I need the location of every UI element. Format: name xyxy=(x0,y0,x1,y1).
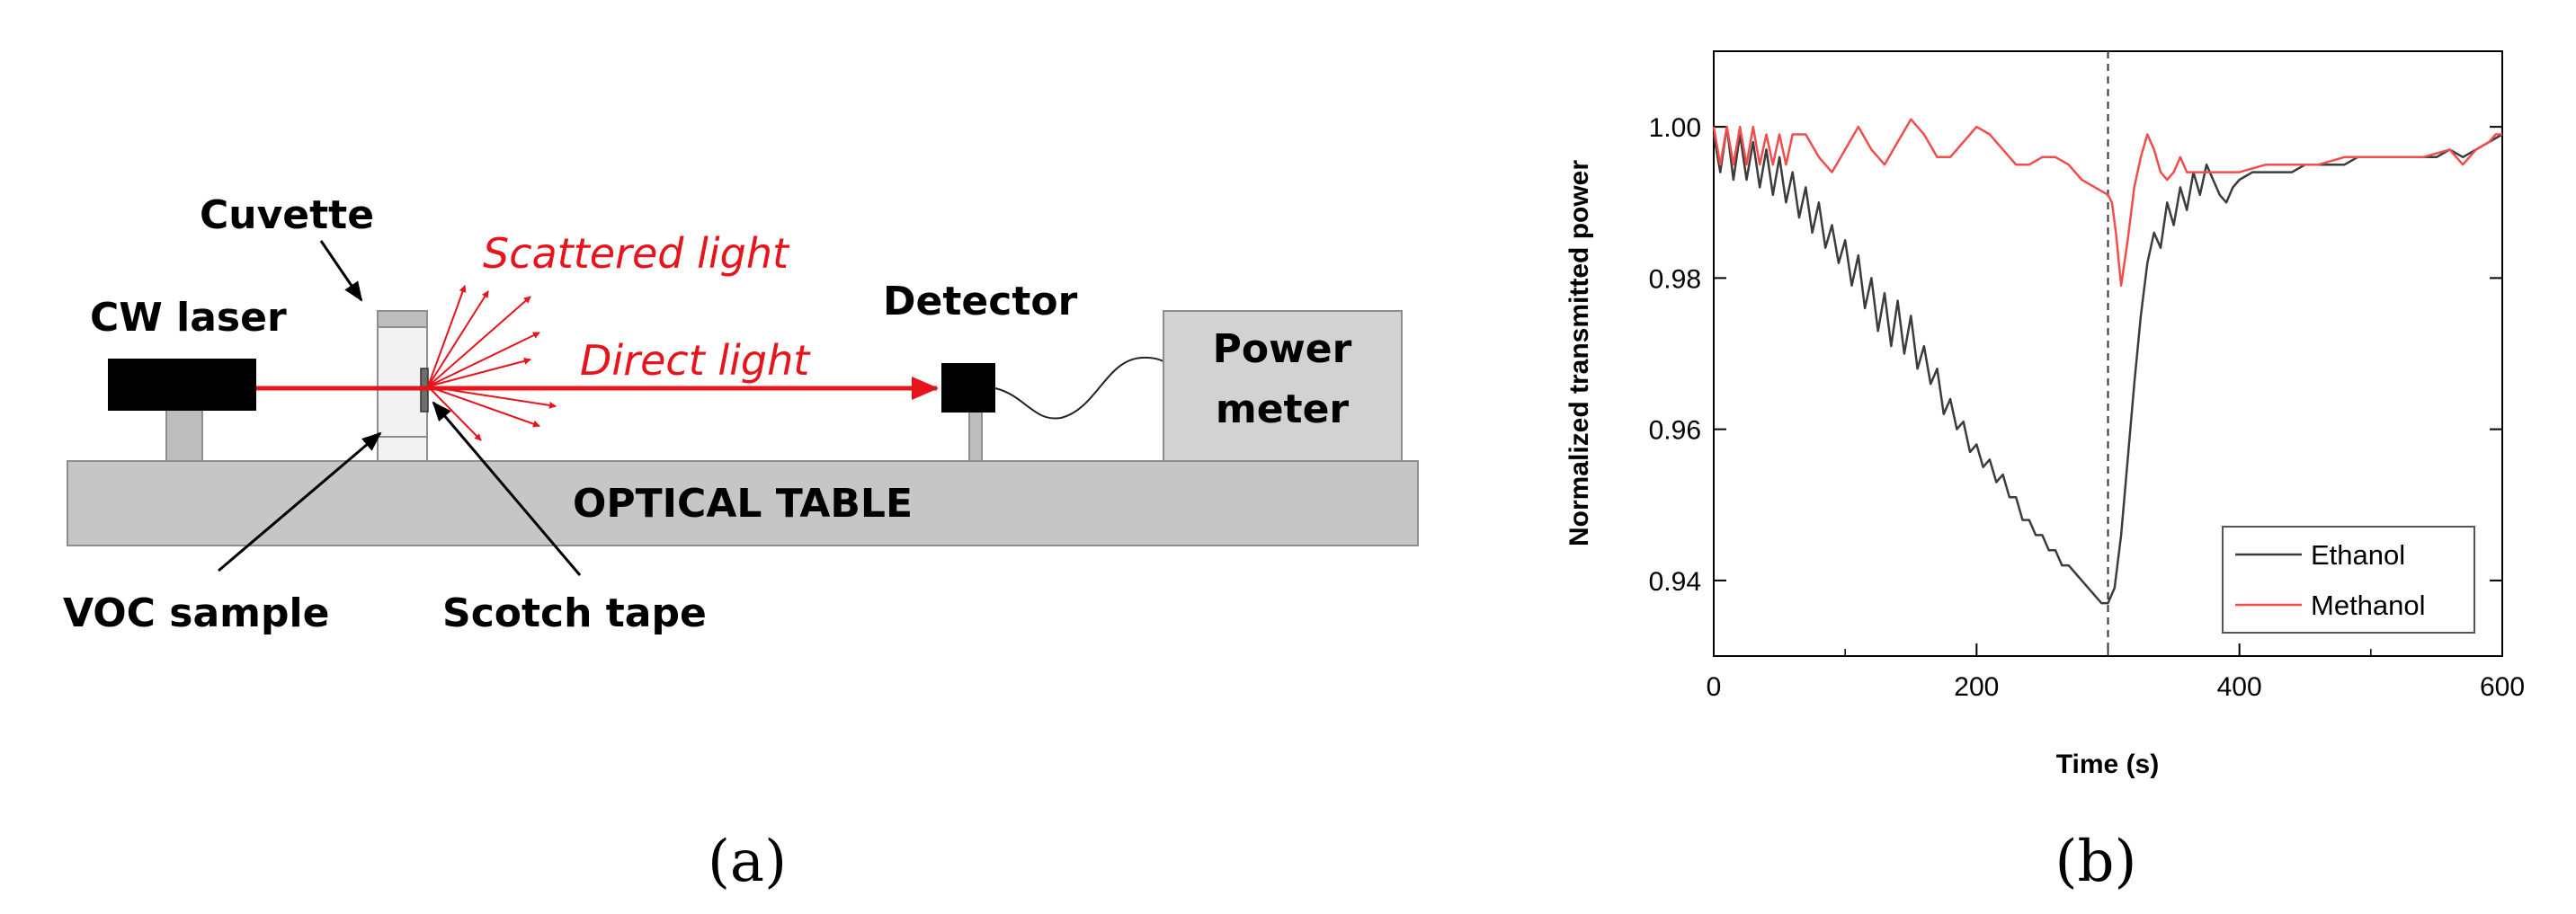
legend-label-methanol: Methanol xyxy=(2311,590,2426,621)
x-tick-label: 400 xyxy=(2217,672,2262,702)
detector-cable xyxy=(994,356,1167,420)
detector-label: Detector xyxy=(883,279,1078,324)
x-tick-label: 0 xyxy=(1707,672,1722,702)
laser-stand xyxy=(165,409,203,462)
direct-light-label: Direct light xyxy=(580,336,811,385)
y-tick-label: 0.98 xyxy=(1649,264,1701,294)
x-tick-label: 200 xyxy=(1954,672,1999,702)
legend-box xyxy=(2222,526,2475,634)
voc-sample-label: VOC sample xyxy=(63,590,329,636)
detector-stand xyxy=(968,411,983,462)
panel-label-b: (b) xyxy=(2055,829,2137,895)
x-tick-label: 600 xyxy=(2480,672,2525,702)
y-tick-label: 1.00 xyxy=(1649,113,1701,143)
scotch-tape-label: Scotch tape xyxy=(442,590,707,636)
scattered-light-label: Scattered light xyxy=(483,229,790,278)
detector xyxy=(941,363,995,413)
y-tick-label: 0.94 xyxy=(1649,567,1701,597)
cuvette-pointer xyxy=(319,240,363,302)
cw-laser xyxy=(108,359,256,411)
voc-sample-pointer xyxy=(218,431,382,572)
cw-laser-label: CW laser xyxy=(90,295,287,341)
y-axis-label: Normalized transmitted power xyxy=(1564,160,1594,546)
optical-table xyxy=(67,460,1419,546)
legend: Ethanol Methanol xyxy=(2222,526,2475,634)
optical-table-label: OPTICAL TABLE xyxy=(573,481,913,527)
series-line-ethanol xyxy=(1712,125,2503,605)
series-line-methanol xyxy=(1712,118,2502,288)
setup-diagram: OPTICAL TABLE CW laser Cuvette Scattered… xyxy=(63,192,1419,636)
cuvette-body xyxy=(377,326,428,438)
scotch-tape-pointer xyxy=(432,401,582,576)
y-tick-label: 0.96 xyxy=(1649,416,1701,446)
power-meter-label-line1: Power xyxy=(1213,326,1352,372)
scattered-rays xyxy=(427,285,557,441)
x-axis-label: Time (s) xyxy=(2056,750,2159,779)
power-meter xyxy=(1163,310,1403,462)
cuvette-cap xyxy=(377,310,428,328)
legend-label-ethanol: Ethanol xyxy=(2311,539,2405,571)
transmission-chart: 0 200 400 600 0.94 0.96 0.98 1.00 Time (s) Norm… xyxy=(1564,50,2525,779)
cuvette-label: Cuvette xyxy=(200,192,374,238)
chart-marks: 0 200 400 600 0.94 0.96 0.98 1.00 xyxy=(1649,51,2525,702)
panel-label-a: (a) xyxy=(708,829,787,895)
power-meter-label-line2: meter xyxy=(1216,386,1350,432)
cuvette-base xyxy=(377,436,428,462)
